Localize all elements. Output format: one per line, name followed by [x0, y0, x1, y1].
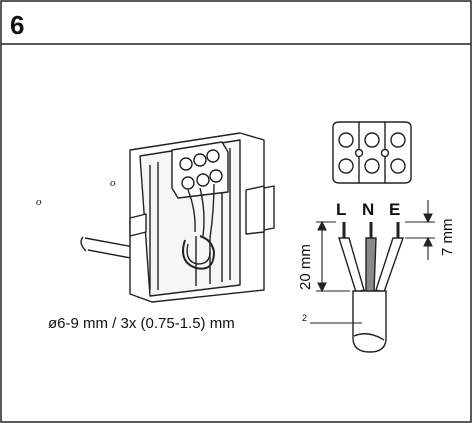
terminal-block-top-view — [332, 121, 412, 184]
cable-spec-superscript: 2 — [302, 313, 307, 323]
mark-right: o — [110, 177, 116, 189]
strip-length-dimension — [405, 200, 435, 260]
socket-insert-drawing — [80, 132, 275, 303]
strip-length-label: 7 mm — [439, 219, 456, 257]
step-number: 6 — [10, 10, 24, 40]
stripped-cable-drawing — [338, 222, 404, 353]
mark-left: o — [36, 196, 42, 208]
sheath-strip-label: 20 mm — [297, 244, 314, 290]
terminal-label-e: E — [389, 200, 400, 219]
sheath-strip-dimension — [316, 220, 350, 293]
terminal-label-l: L — [336, 200, 346, 219]
terminal-label-n: N — [362, 200, 374, 219]
cable-spec-caption: ø6-9 mm / 3x (0.75-1.5) mm — [48, 315, 235, 332]
